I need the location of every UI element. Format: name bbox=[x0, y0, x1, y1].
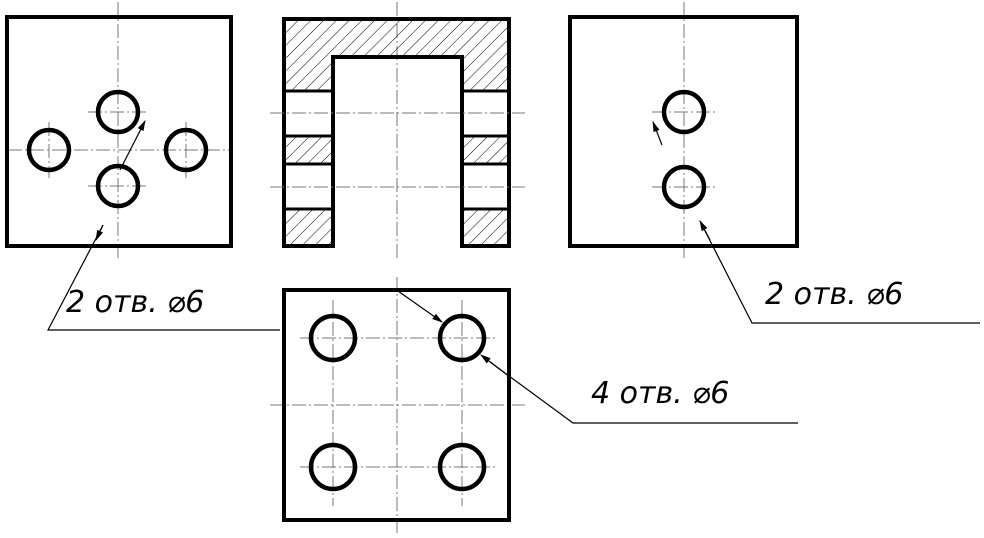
right-note-arrow-top bbox=[652, 120, 663, 146]
left-view-outline bbox=[5, 15, 233, 248]
top-view bbox=[270, 277, 525, 535]
right-note-leader bbox=[652, 120, 980, 324]
right-view bbox=[568, 2, 799, 258]
right-note-arrow-bottom bbox=[699, 220, 711, 241]
top-view-hole-top-right bbox=[437, 313, 487, 363]
right-view-note: 2 отв. ⌀6 bbox=[765, 277, 903, 312]
section-hatch-right-mid bbox=[462, 136, 509, 164]
top-view-outline bbox=[282, 288, 511, 522]
right-view-outline bbox=[568, 15, 799, 248]
left-view-note: 2 отв. ⌀6 bbox=[66, 285, 204, 320]
top-note-leader bbox=[397, 290, 798, 424]
left-view-hole-left bbox=[26, 127, 72, 173]
left-note-arrow-top bbox=[119, 120, 146, 171]
left-view bbox=[5, 2, 233, 258]
left-view-hole-bottom bbox=[95, 163, 141, 209]
top-note-arrow-outer bbox=[480, 354, 511, 378]
left-note-arrow-bottom bbox=[95, 224, 104, 241]
left-note-leader-line bbox=[47, 224, 280, 331]
section-hatch-right-bottom bbox=[462, 209, 509, 246]
section-view-outline bbox=[282, 17, 511, 248]
right-note-leader-line bbox=[699, 220, 980, 324]
top-note-arrow-inner bbox=[397, 290, 443, 323]
section-hatch-left-mid bbox=[284, 136, 333, 164]
top-view-hole-bottom-left bbox=[308, 442, 358, 492]
right-view-hole-top bbox=[661, 89, 707, 135]
top-view-hole-bottom-right bbox=[437, 442, 487, 492]
left-view-hole-top bbox=[95, 89, 141, 135]
section-view bbox=[270, 2, 525, 258]
left-view-hole-right bbox=[163, 127, 209, 173]
right-view-hole-bottom bbox=[661, 164, 707, 210]
section-hatch-left-bottom bbox=[284, 209, 333, 246]
top-view-note: 4 отв. ⌀6 bbox=[591, 376, 729, 411]
left-note-leader bbox=[47, 120, 280, 331]
top-note-leader-line bbox=[489, 361, 798, 424]
top-view-hole-top-left bbox=[308, 313, 358, 363]
